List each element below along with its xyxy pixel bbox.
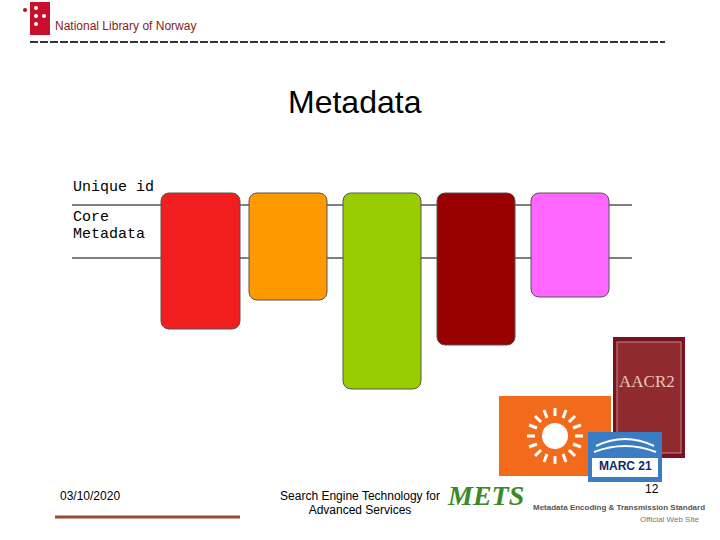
- footer-rule: [55, 516, 240, 519]
- metadata-bar: [343, 193, 421, 389]
- metadata-bar: [437, 193, 515, 345]
- mets-tagline: Metadata Encoding & Transmission Standar…: [533, 503, 705, 512]
- library-name: National Library of Norway: [55, 20, 196, 34]
- marc-plate: [592, 458, 658, 477]
- logo-dots: [34, 6, 46, 26]
- row-label: Core Metadata: [73, 209, 153, 244]
- sunburst: [527, 408, 583, 464]
- mets-name: METS: [448, 480, 524, 512]
- marc-name: MARC 21: [599, 460, 652, 474]
- mets-subline: Official Web Site: [640, 515, 699, 524]
- marc-logo: [588, 432, 662, 482]
- header-rule: [30, 41, 665, 43]
- footer-text: Search Engine Technology for Advanced Se…: [270, 490, 450, 518]
- row-label: Unique id: [73, 179, 154, 196]
- slide-date: 03/10/2020: [60, 490, 120, 504]
- metadata-bar: [249, 193, 327, 300]
- sunburst-core: [542, 423, 568, 449]
- slide-number: 12: [643, 483, 660, 497]
- metadata-bar: [161, 193, 240, 329]
- metadata-bar: [531, 193, 609, 297]
- book-title: AACR2: [619, 372, 675, 392]
- logo-mark: [30, 2, 50, 35]
- logo-dot: [23, 8, 27, 12]
- slide-title: Metadata: [288, 84, 421, 121]
- marc-globe: [594, 439, 656, 452]
